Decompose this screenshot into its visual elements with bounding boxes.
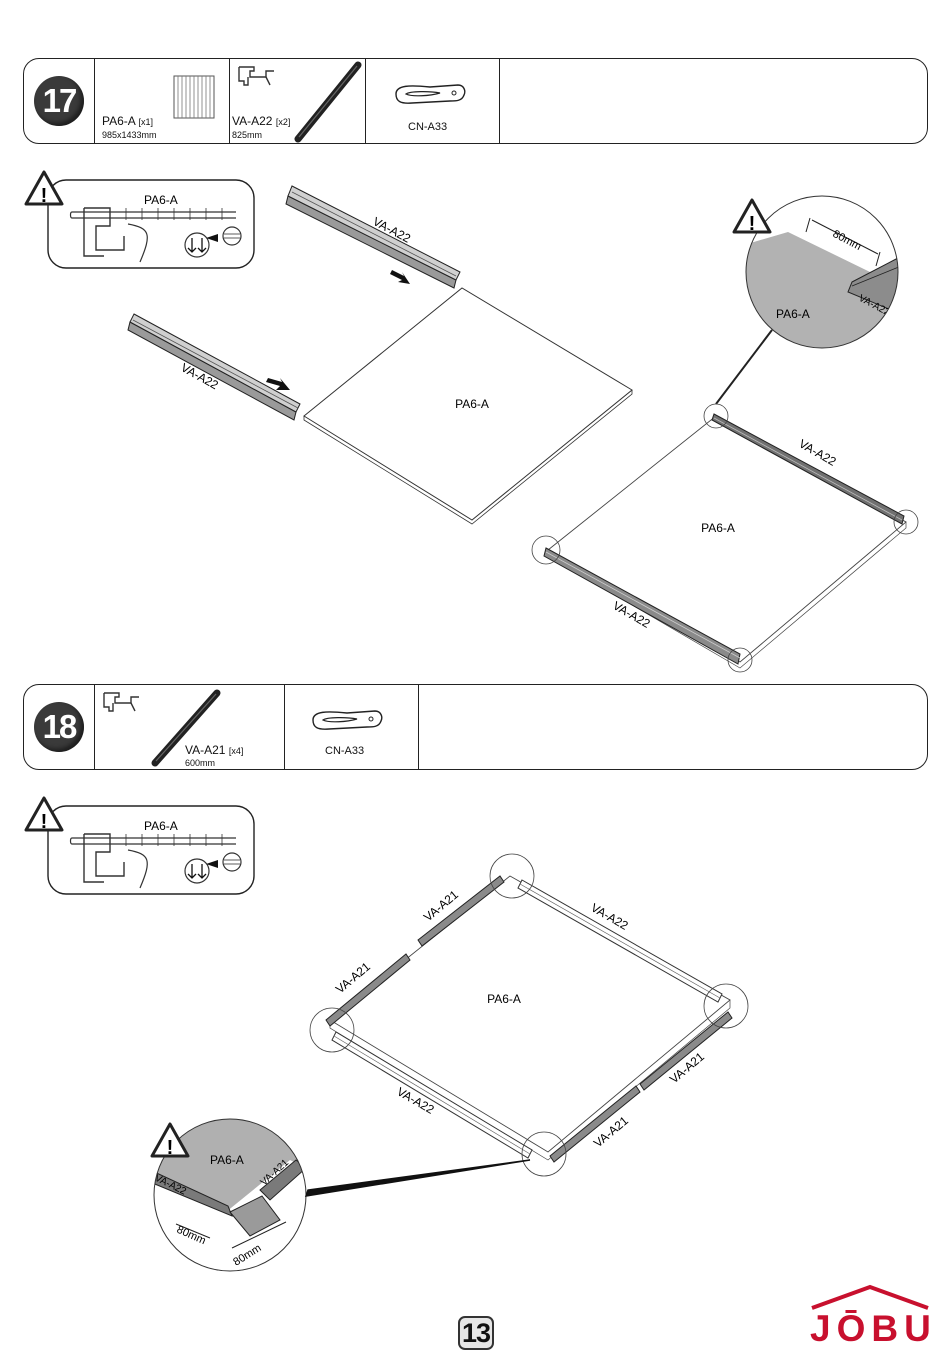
step-17-parts-panel: 17 PA6-A [x1] 985x1433mm VA-A22 [x2] 825… xyxy=(23,58,928,144)
panel-sheet-icon xyxy=(173,75,215,119)
warning-callout-18: ! PA6-A xyxy=(26,798,254,894)
profile-section-icon xyxy=(101,689,143,715)
profile-section-icon xyxy=(236,63,278,89)
step-number-badge: 17 xyxy=(34,76,84,126)
panel-sheet-pa6a: PA6-A xyxy=(304,288,632,524)
part-cell-va-a21: VA-A21 [x4] 600mm xyxy=(95,685,285,769)
panel-label: PA6-A xyxy=(455,397,489,411)
warning-mark: ! xyxy=(41,811,48,833)
warning-mark: ! xyxy=(749,213,756,235)
part-cell-cn-a33: CN-A33 xyxy=(285,685,419,769)
brand-logo: JŌBU xyxy=(810,1308,937,1350)
part-cell-va-a22: VA-A22 [x2] 825mm xyxy=(230,59,366,143)
part-code: CN-A33 xyxy=(325,745,364,757)
callout-label: PA6-A xyxy=(144,193,178,207)
warning-mark: ! xyxy=(41,185,48,207)
page-number: 13 xyxy=(458,1316,494,1350)
brand-roof-icon xyxy=(810,1284,930,1310)
part-size: 985x1433mm xyxy=(102,130,157,140)
step-number-cell: 17 xyxy=(24,59,95,143)
step-18-diagram: ! PA6-A VA-A21 xyxy=(0,790,950,1300)
part-code: CN-A33 xyxy=(408,121,447,133)
part-cell-cn-a33: CN-A33 xyxy=(366,59,500,143)
part-code: VA-A21 [x4] xyxy=(185,743,243,757)
panel-label: PA6-A xyxy=(487,992,521,1006)
detail-magnifier-17: VA-A22 80mm PA6-A ! xyxy=(716,190,910,404)
rail-va-a22-top: VA-A22 xyxy=(286,186,460,288)
step-number-badge: 18 xyxy=(34,702,84,752)
rail-profile-icon xyxy=(292,61,372,143)
part-code: PA6-A [x1] xyxy=(102,114,153,128)
part-size: 600mm xyxy=(185,758,215,768)
warning-triangle-icon: ! xyxy=(734,200,770,235)
arrow-icon xyxy=(390,270,410,284)
magnifier-label: PA6-A xyxy=(210,1153,244,1167)
detail-magnifier-18: VA-A22 VA-A21 80mm 80mm PA6-A ! xyxy=(150,1115,530,1275)
step-number-cell: 18 xyxy=(24,685,95,769)
callout-label: PA6-A xyxy=(144,819,178,833)
part-code: VA-A22 [x2] xyxy=(232,114,290,128)
rail-va-a22-left: VA-A22 xyxy=(128,314,300,420)
magnifier-label: PA6-A xyxy=(776,307,810,321)
step-17-diagram: ! PA6-A VA-A22 VA-A22 xyxy=(0,150,950,680)
part-size: 825mm xyxy=(232,130,262,140)
assembled-panel-17: VA-A22 PA6-A VA-A22 xyxy=(532,404,918,672)
step-18-parts-panel: 18 VA-A21 [x4] 600mm CN-A33 xyxy=(23,684,928,770)
warning-callout-17: ! PA6-A xyxy=(26,172,254,268)
assembled-frame-18: VA-A21 VA-A22 VA-A21 PA6-A VA-A21 VA-A22… xyxy=(310,854,748,1176)
warning-mark: ! xyxy=(167,1137,174,1159)
part-cell-pa6a: PA6-A [x1] 985x1433mm xyxy=(95,59,230,143)
wedge-clip-icon xyxy=(390,81,470,107)
panel-label: PA6-A xyxy=(701,521,735,535)
wedge-clip-icon xyxy=(307,707,387,733)
